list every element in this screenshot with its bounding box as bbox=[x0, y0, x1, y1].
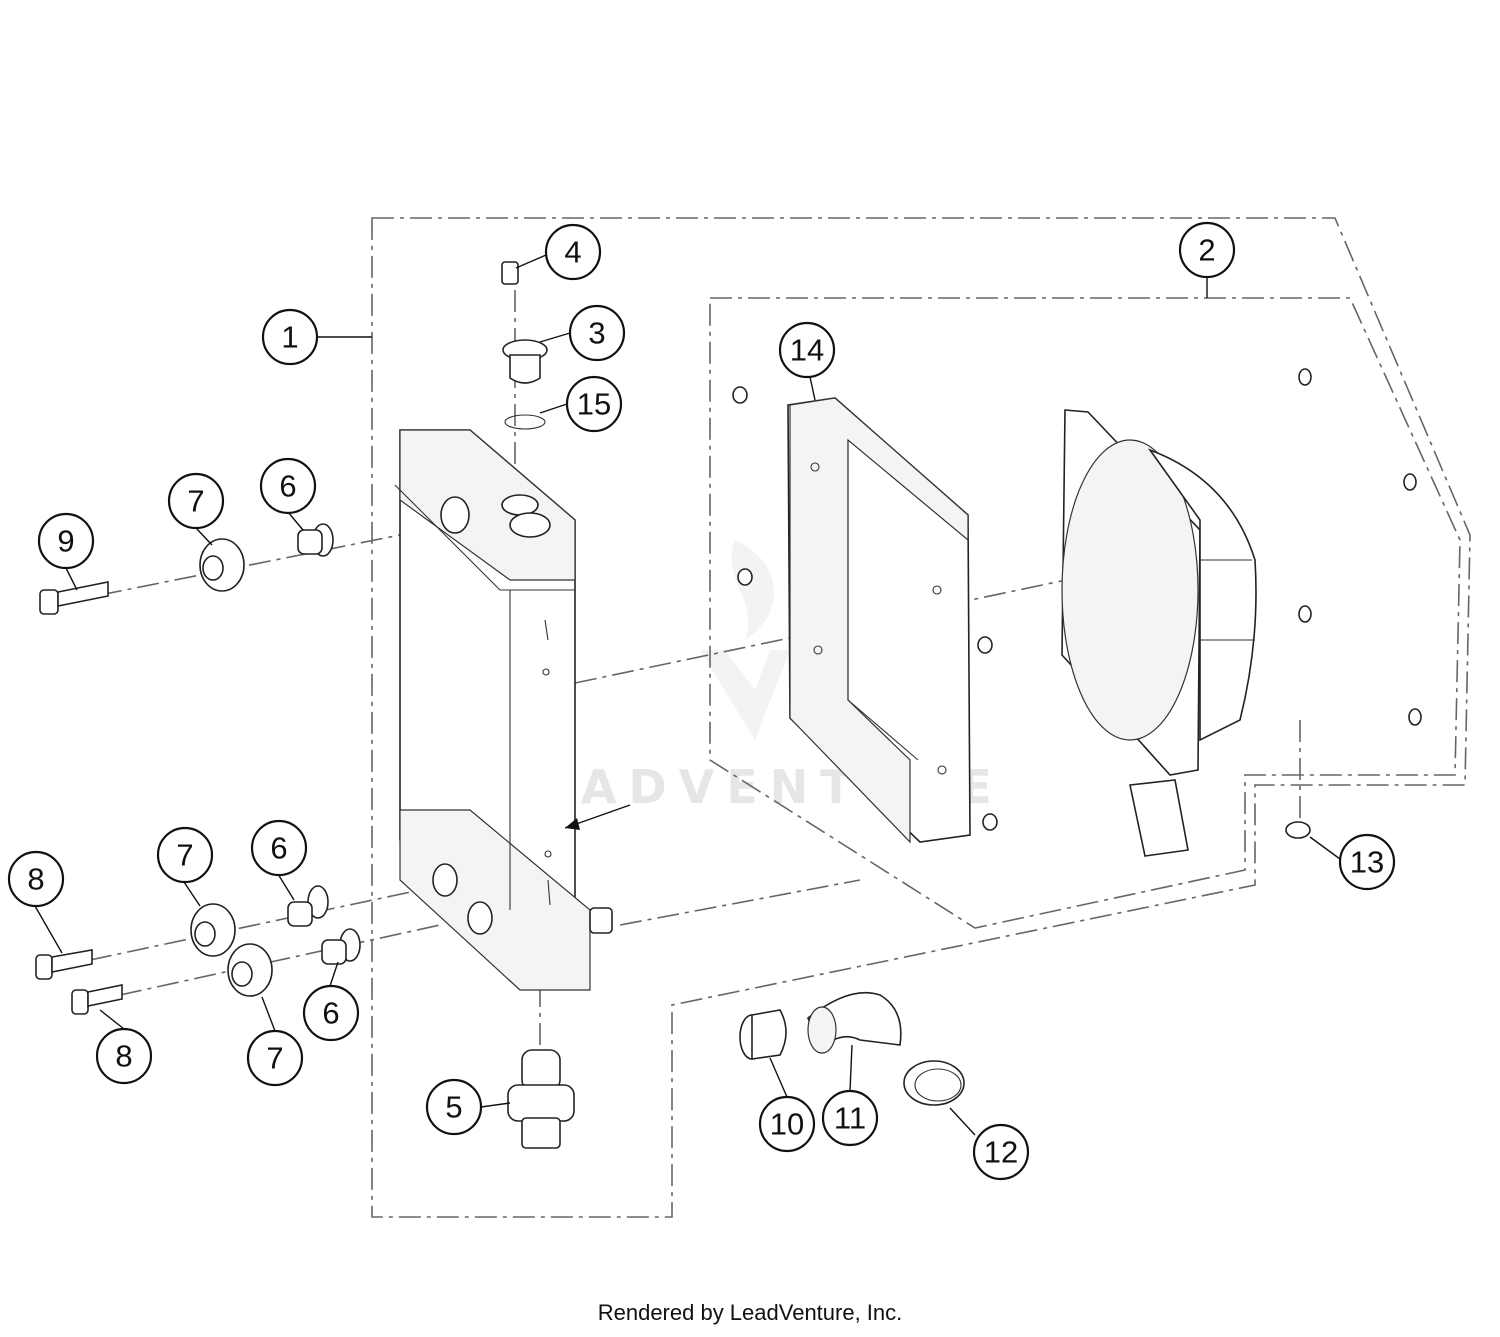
callout-15: 15 bbox=[565, 375, 623, 433]
callout-12: 12 bbox=[972, 1123, 1030, 1181]
axis-line-upper bbox=[99, 534, 401, 596]
grommet-7-lower-part bbox=[227, 943, 273, 997]
callout-4: 4 bbox=[544, 223, 602, 281]
svg-text:4: 4 bbox=[564, 235, 581, 270]
svg-text:8: 8 bbox=[27, 862, 44, 897]
bolt-8-lower-part bbox=[71, 984, 123, 1015]
callout-2: 2 bbox=[1178, 221, 1236, 279]
callout-13: 13 bbox=[1338, 833, 1396, 891]
svg-text:6: 6 bbox=[270, 831, 287, 866]
bolt-8-upper-part bbox=[35, 949, 93, 980]
bushing-6-lower-part bbox=[321, 928, 361, 965]
callout-5: 5 bbox=[425, 1078, 483, 1136]
bushing-6-middle-part bbox=[287, 885, 329, 927]
axis-line-hose bbox=[619, 879, 861, 926]
callout-10: 10 bbox=[758, 1095, 816, 1153]
radiator-core bbox=[394, 429, 613, 991]
svg-text:11: 11 bbox=[834, 1101, 866, 1136]
callout-7-middle: 7 bbox=[156, 826, 214, 884]
svg-text:7: 7 bbox=[187, 484, 204, 519]
svg-text:7: 7 bbox=[176, 838, 193, 873]
fan-shroud-part bbox=[732, 386, 998, 844]
leader-lines bbox=[34, 254, 1341, 1136]
svg-text:14: 14 bbox=[790, 333, 824, 368]
hose-cap-10-part bbox=[739, 1009, 787, 1060]
hose-11-part bbox=[807, 991, 902, 1054]
cooling-fan-part bbox=[1061, 368, 1422, 857]
svg-text:6: 6 bbox=[322, 996, 339, 1031]
temperature-switch-part bbox=[507, 1049, 575, 1149]
assembly-2-boundary bbox=[709, 297, 1461, 929]
callout-6-middle: 6 bbox=[250, 819, 308, 877]
bleed-screw-part bbox=[501, 261, 519, 285]
grommet-7-upper-part bbox=[199, 538, 245, 592]
radiator-cap-part bbox=[502, 339, 548, 384]
svg-text:2: 2 bbox=[1198, 233, 1215, 268]
arrow-head bbox=[565, 818, 580, 830]
hose-clamp-12-part bbox=[903, 1060, 965, 1106]
callout-8-upper: 8 bbox=[7, 850, 65, 908]
watermark-logo bbox=[700, 540, 790, 740]
callout-6-upper: 6 bbox=[259, 457, 317, 515]
svg-text:8: 8 bbox=[115, 1039, 132, 1074]
callout-14: 14 bbox=[778, 321, 836, 379]
svg-text:9: 9 bbox=[57, 524, 74, 559]
svg-text:1: 1 bbox=[281, 320, 298, 355]
callout-11: 11 bbox=[821, 1089, 879, 1147]
callout-7-lower: 7 bbox=[246, 1029, 304, 1087]
svg-text:3: 3 bbox=[588, 316, 605, 351]
bushing-6-upper-part bbox=[297, 523, 334, 557]
callout-1: 1 bbox=[261, 308, 319, 366]
svg-text:6: 6 bbox=[279, 469, 296, 504]
callout-8-lower: 8 bbox=[95, 1027, 153, 1085]
callout-3: 3 bbox=[568, 304, 626, 362]
axis-line-lower-1 bbox=[89, 889, 421, 961]
svg-text:15: 15 bbox=[577, 387, 611, 422]
svg-text:7: 7 bbox=[266, 1041, 283, 1076]
render-credit: Rendered by LeadVenture, Inc. bbox=[597, 1300, 903, 1325]
callout-9: 9 bbox=[37, 512, 95, 570]
svg-text:10: 10 bbox=[770, 1107, 804, 1142]
bolt-9-part bbox=[39, 581, 109, 615]
svg-text:5: 5 bbox=[445, 1090, 462, 1125]
o-ring-part bbox=[504, 414, 546, 430]
grommet-7-middle-part bbox=[190, 903, 236, 957]
callout-7-upper: 7 bbox=[167, 472, 225, 530]
clip-13-part bbox=[1285, 821, 1311, 839]
svg-text:12: 12 bbox=[984, 1135, 1018, 1170]
callout-6-lower: 6 bbox=[302, 984, 360, 1042]
axis-line-center bbox=[574, 574, 1091, 684]
axis-line-lower-2 bbox=[119, 924, 441, 996]
assembly-1-boundary bbox=[371, 217, 1471, 1218]
svg-text:13: 13 bbox=[1350, 845, 1384, 880]
